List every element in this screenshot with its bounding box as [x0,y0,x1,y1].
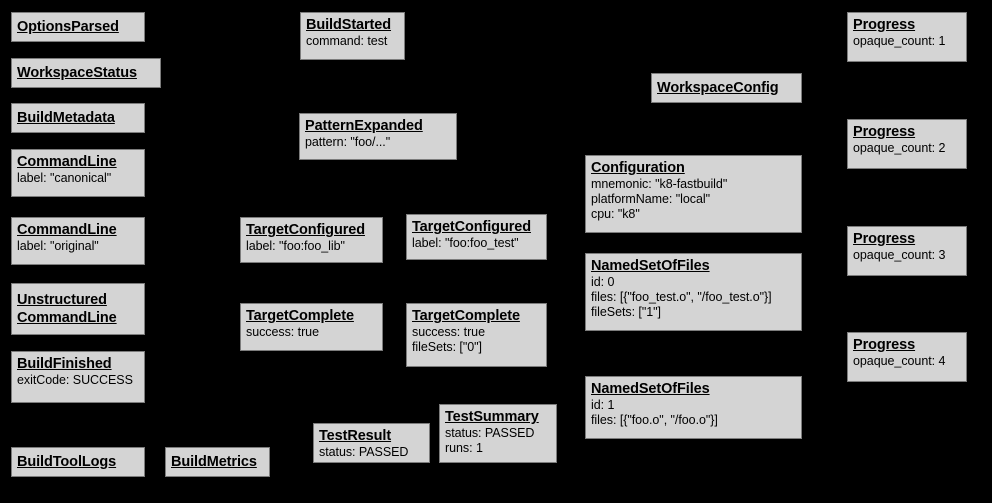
node-title: OptionsParsed [17,18,119,35]
node-title: Progress [853,231,916,247]
node-title: BuildFinished [17,356,112,372]
node-fields: status: PASSED runs: 1 [445,426,535,455]
node-fields: opaque_count: 1 [853,34,946,48]
node-fields: label: "original" [17,239,99,253]
node-fields: label: "canonical" [17,171,112,185]
node-fields: label: "foo:foo_test" [412,236,519,250]
node-title: NamedSetOfFiles [591,381,710,397]
node-title: PatternExpanded [305,118,423,134]
node-fields: success: true [246,325,319,339]
node-fields: mnemonic: "k8-fastbuild" platformName: "… [591,177,728,221]
node-title: TargetComplete [412,308,520,324]
node-title: CommandLine [17,222,117,238]
node-title: Progress [853,17,916,33]
node-build-tool-logs[interactable]: BuildToolLogs [11,447,145,477]
node-fields: success: true fileSets: ["0"] [412,325,485,354]
node-fields: command: test [306,34,388,48]
node-fields: exitCode: SUCCESS [17,373,133,387]
node-title: NamedSetOfFiles [591,258,710,274]
node-title: BuildMetrics [171,453,257,470]
node-build-metadata[interactable]: BuildMetadata [11,103,145,133]
node-fields: label: "foo:foo_lib" [246,239,345,253]
node-title: TargetConfigured [246,222,365,238]
node-build-metrics[interactable]: BuildMetrics [165,447,270,477]
node-title: Progress [853,337,916,353]
node-title: BuildMetadata [17,109,115,126]
node-title: CommandLine [17,154,117,170]
node-title: Progress [853,124,916,140]
node-title: TargetConfigured [412,219,531,235]
node-fields: id: 1 files: [{"foo.o", "/foo.o"}] [591,398,718,427]
node-title: WorkspaceStatus [17,64,137,81]
node-unstructured-command-line[interactable]: Unstructured CommandLine [11,283,145,335]
node-fields: status: PASSED [319,445,409,459]
node-title: BuildStarted [306,17,392,33]
node-workspace-status[interactable]: WorkspaceStatus [11,58,161,88]
node-title: TargetComplete [246,308,354,324]
node-title: TestResult [319,428,392,444]
node-title: Configuration [591,160,685,176]
node-fields: opaque_count: 2 [853,141,946,155]
node-title: BuildToolLogs [17,453,117,470]
node-options-parsed[interactable]: OptionsParsed [11,12,145,42]
node-workspace-config[interactable]: WorkspaceConfig [651,73,802,103]
node-title: WorkspaceConfig [657,79,779,96]
node-title: Unstructured CommandLine [17,291,117,326]
node-title: TestSummary [445,409,539,425]
node-fields: opaque_count: 4 [853,354,946,368]
node-fields: opaque_count: 3 [853,248,946,262]
node-fields: pattern: "foo/..." [305,135,391,149]
node-fields: id: 0 files: [{"foo_test.o", "/foo_test.… [591,275,772,319]
